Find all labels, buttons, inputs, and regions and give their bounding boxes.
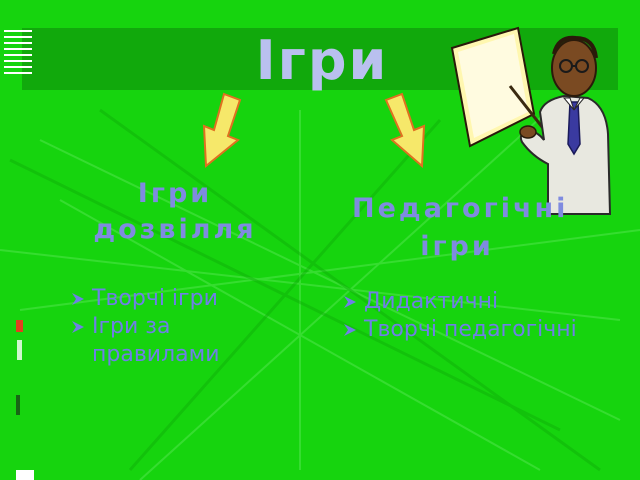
arrow-bullet-icon bbox=[344, 324, 356, 336]
list-item-text: Дидактичні bbox=[364, 289, 499, 314]
list-item-text: Ігри за правилами bbox=[92, 314, 220, 367]
arrow-bullet-icon bbox=[72, 321, 84, 333]
left-list: Творчі ігри Ігри за правилами bbox=[72, 285, 302, 369]
right-list: Дидактичні Творчі педагогічні bbox=[344, 288, 614, 344]
teacher-with-board-icon bbox=[450, 26, 612, 215]
slide-title: Ігри bbox=[255, 29, 389, 92]
list-item: Дидактичні bbox=[342, 288, 614, 316]
list-item: Ігри за правилами bbox=[70, 313, 302, 369]
arrow-bullet-icon bbox=[344, 296, 356, 308]
arrow-bullet-icon bbox=[72, 293, 84, 305]
list-item-text: Творчі педагогічні bbox=[364, 317, 577, 342]
list-item: Творчі педагогічні bbox=[342, 316, 614, 344]
right-heading: Педагогічні ігри bbox=[352, 193, 569, 262]
slide-edge-marks bbox=[4, 30, 34, 480]
down-arrow-icon bbox=[384, 92, 426, 169]
list-item-text: Творчі ігри bbox=[92, 286, 218, 311]
down-arrow-icon bbox=[202, 92, 242, 169]
left-heading: Ігри дозвілля bbox=[93, 178, 257, 245]
list-item: Творчі ігри bbox=[70, 285, 302, 313]
